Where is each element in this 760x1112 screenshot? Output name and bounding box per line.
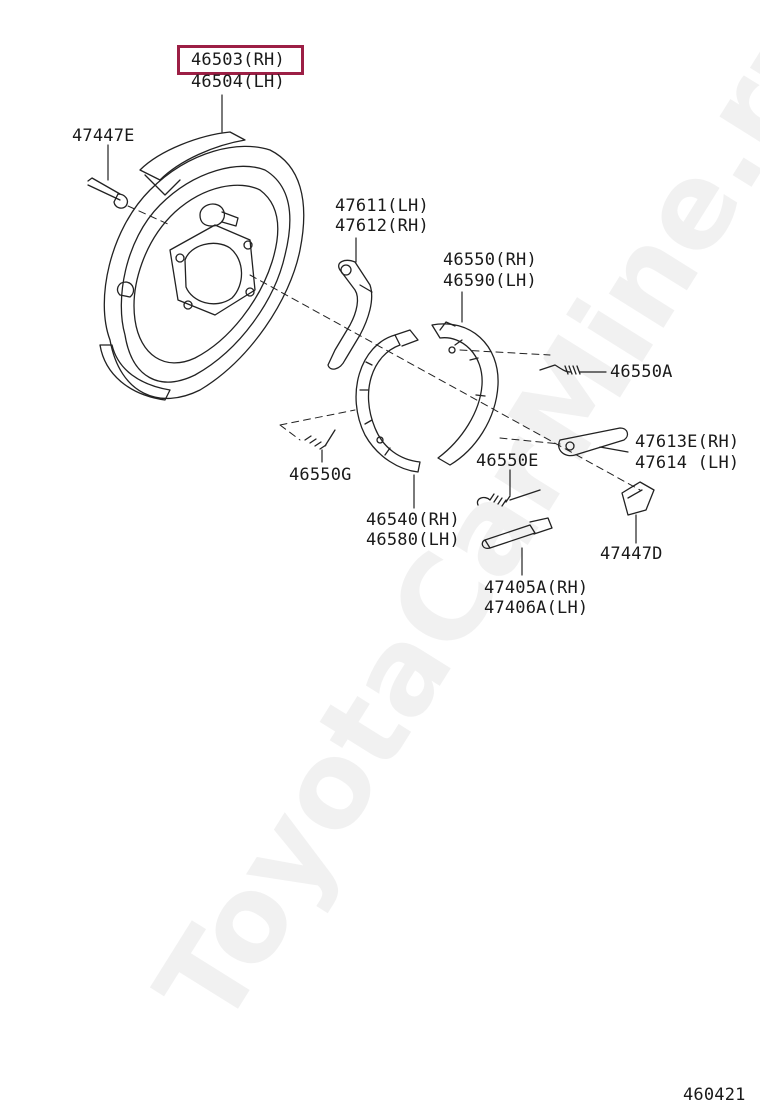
part-label-46550E[interactable]: 46550E	[476, 451, 539, 471]
spring-46550A-drawing	[459, 349, 581, 375]
part-label-47447E[interactable]: 47447E	[72, 126, 135, 146]
part-label-47614[interactable]: 47614 (LH)	[635, 453, 740, 473]
brake-shoe-46540-drawing	[355, 329, 421, 473]
diagram-id: 460421	[683, 1085, 746, 1105]
backing-plate-drawing	[99, 131, 305, 401]
part-label-47613E[interactable]: 47613E(RH)	[635, 432, 740, 452]
part-label-46540[interactable]: 46540(RH)	[366, 510, 460, 530]
part-label-47447D[interactable]: 47447D	[600, 544, 663, 564]
part-label-46503[interactable]: 46503(RH)	[191, 50, 285, 70]
part-label-47406A[interactable]: 47406A(LH)	[484, 598, 589, 618]
part-label-46590[interactable]: 46590(LH)	[443, 271, 537, 291]
clip-47447D-drawing	[621, 481, 655, 516]
part-label-47611[interactable]: 47611(LH)	[335, 196, 429, 216]
part-label-46550G[interactable]: 46550G	[289, 465, 352, 485]
part-label-46550A[interactable]: 46550A	[610, 362, 673, 382]
part-label-46504[interactable]: 46504(LH)	[191, 72, 285, 92]
part-label-47405A[interactable]: 47405A(RH)	[484, 578, 589, 598]
adjuster-lever-drawing	[499, 427, 629, 457]
parking-brake-lever-drawing	[327, 259, 373, 370]
adjuster-47405A-drawing	[481, 517, 553, 549]
spring-46550E-drawing	[476, 489, 541, 507]
spring-46550G-drawing	[279, 409, 356, 450]
part-label-47612[interactable]: 47612(RH)	[335, 216, 429, 236]
brake-shoe-46550-drawing	[431, 321, 499, 466]
leader-lines	[107, 94, 637, 576]
part-highlight-box	[177, 45, 304, 75]
part-label-46580[interactable]: 46580(LH)	[366, 530, 460, 550]
part-label-46550[interactable]: 46550(RH)	[443, 250, 537, 270]
bolt-47447E-drawing	[87, 177, 171, 226]
